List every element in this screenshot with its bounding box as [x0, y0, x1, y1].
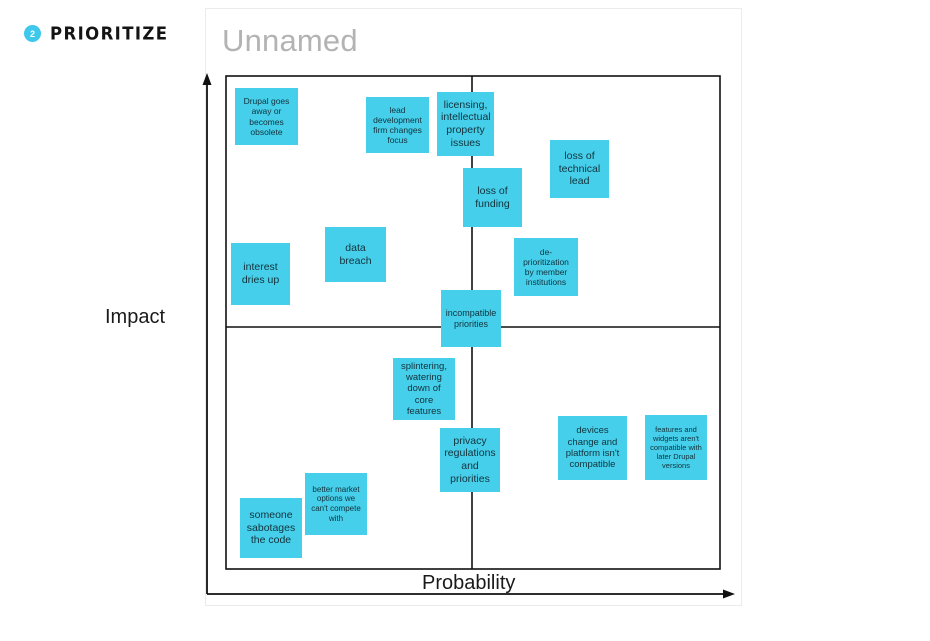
sticky-note-text: de-prioritization by member institutions	[523, 246, 569, 288]
sticky-note-data-breach[interactable]: data breach	[325, 227, 386, 282]
sticky-note-someone-sabotages[interactable]: someone sabotages the code	[240, 498, 302, 558]
sticky-note-de-prioritization[interactable]: de-prioritization by member institutions	[514, 238, 578, 296]
sticky-note-text: licensing, intellectual property issues	[441, 98, 491, 149]
sticky-note-text: incompatible priorities	[445, 307, 497, 329]
sticky-note-text: loss of funding	[475, 184, 510, 210]
step-header: 2 PRIORITIZE	[24, 23, 169, 44]
sticky-note-text: lead development firm changes focus	[373, 104, 422, 146]
sticky-note-incompatible-priorities[interactable]: incompatible priorities	[441, 290, 501, 347]
sticky-note-splintering-watering[interactable]: splintering, watering down of core featu…	[393, 358, 455, 420]
sticky-note-text: loss of technical lead	[558, 150, 601, 188]
sticky-note-text: privacy regulations and priorities	[444, 434, 496, 485]
sticky-note-features-widgets[interactable]: features and widgets aren't compatible w…	[645, 415, 707, 480]
sticky-note-text: someone sabotages the code	[246, 509, 296, 547]
y-axis-label: Impact	[105, 306, 166, 328]
sticky-note-interest-dries-up[interactable]: interest dries up	[231, 243, 290, 305]
sticky-note-text: Drupal goes away or becomes obsolete	[243, 96, 290, 137]
sticky-note-loss-of-funding[interactable]: loss of funding	[463, 168, 522, 227]
sticky-note-lead-dev-firm-changes[interactable]: lead development firm changes focus	[366, 97, 429, 153]
sticky-note-drupal-goes-away[interactable]: Drupal goes away or becomes obsolete	[235, 88, 298, 145]
sticky-note-text: better market options we can't compete w…	[311, 484, 361, 523]
sticky-note-text: data breach	[339, 241, 372, 267]
sticky-note-licensing-ip-issues[interactable]: licensing, intellectual property issues	[437, 92, 494, 156]
sticky-note-better-market-options[interactable]: better market options we can't compete w…	[305, 473, 367, 535]
sticky-note-text: features and widgets aren't compatible w…	[650, 425, 702, 470]
step-number-badge: 2	[24, 25, 41, 42]
board-title[interactable]: Unnamed	[222, 23, 358, 58]
step-title: PRIORITIZE	[50, 23, 169, 44]
sticky-note-text: splintering, watering down of core featu…	[401, 360, 447, 418]
sticky-note-privacy-regulations[interactable]: privacy regulations and priorities	[440, 428, 500, 492]
sticky-note-text: interest dries up	[241, 261, 280, 286]
sticky-note-text: devices change and platform isn't compat…	[565, 425, 620, 471]
sticky-note-loss-of-technical-lead[interactable]: loss of technical lead	[550, 140, 609, 198]
sticky-note-devices-change[interactable]: devices change and platform isn't compat…	[558, 416, 627, 480]
x-axis-label: Probability	[422, 572, 516, 594]
